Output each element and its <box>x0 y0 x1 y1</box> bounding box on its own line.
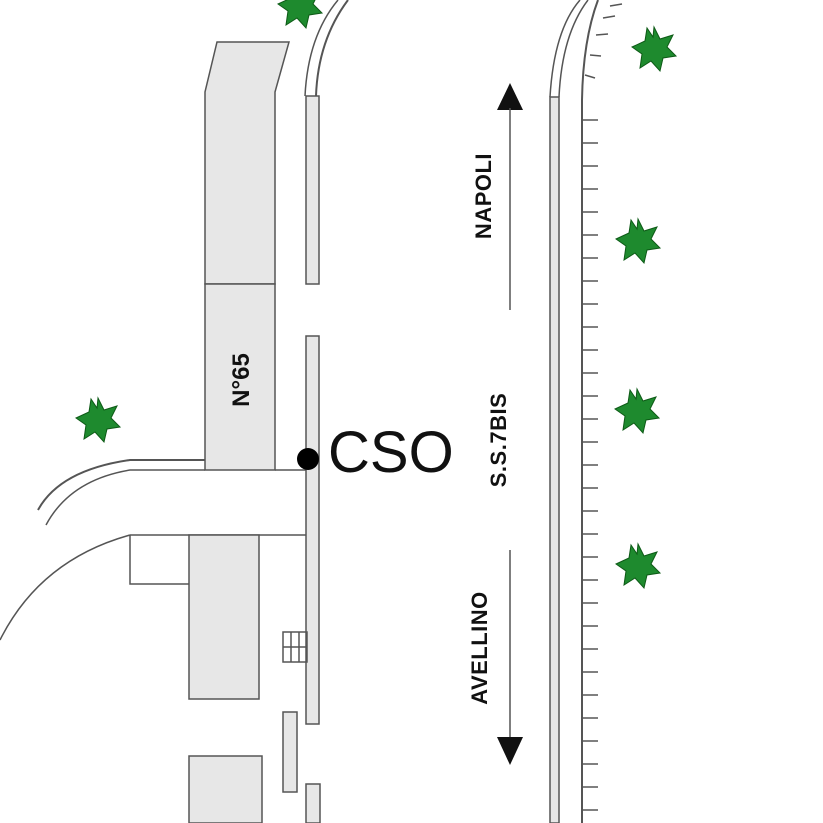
road-edge-curve-2 <box>558 0 589 98</box>
cso-label: CSO <box>328 420 454 485</box>
tree-icon <box>631 26 677 72</box>
arrow-down-icon <box>497 550 523 765</box>
tree-icon <box>615 218 661 264</box>
side-road-outer <box>37 459 205 511</box>
road-median <box>549 96 560 823</box>
road-label: S.S.7BIS <box>486 392 511 488</box>
sidewalk-strip-4 <box>305 783 321 823</box>
tree-icon <box>75 397 121 443</box>
arrow-up-icon <box>497 83 523 310</box>
embankment-tick <box>595 33 609 36</box>
embankment-tick <box>609 3 623 7</box>
building-n65 <box>204 283 276 471</box>
building-number-label: N°65 <box>228 353 255 407</box>
road-curve-top-inner <box>304 0 339 97</box>
sidewalk-strip-1 <box>305 95 320 285</box>
tree-icon <box>277 0 323 29</box>
sidewalk-strip-3 <box>282 711 298 793</box>
tree-icon <box>615 543 661 589</box>
sidewalk-strip-2 <box>305 335 320 725</box>
direction-label-avellino: AVELLINO <box>467 591 492 705</box>
road-edge-curve-3 <box>581 0 599 101</box>
building-n65-north <box>204 41 290 285</box>
embankment-tick <box>602 15 616 19</box>
road-edge-curve-1 <box>549 0 581 98</box>
tree-icon <box>614 388 660 434</box>
embankment-tick <box>584 74 596 79</box>
embankment-tick <box>589 54 602 57</box>
steps <box>282 631 308 663</box>
road-curve-top-outer <box>315 0 349 97</box>
building-south-2 <box>188 755 263 823</box>
road-curve-bottom <box>0 534 131 641</box>
side-road-inner <box>45 469 205 526</box>
building-small-outline <box>129 535 189 585</box>
location-dot-icon <box>297 448 319 470</box>
direction-label-napoli: NAPOLI <box>471 152 496 240</box>
building-south-1 <box>188 534 260 700</box>
embankment-ticks <box>582 3 623 811</box>
